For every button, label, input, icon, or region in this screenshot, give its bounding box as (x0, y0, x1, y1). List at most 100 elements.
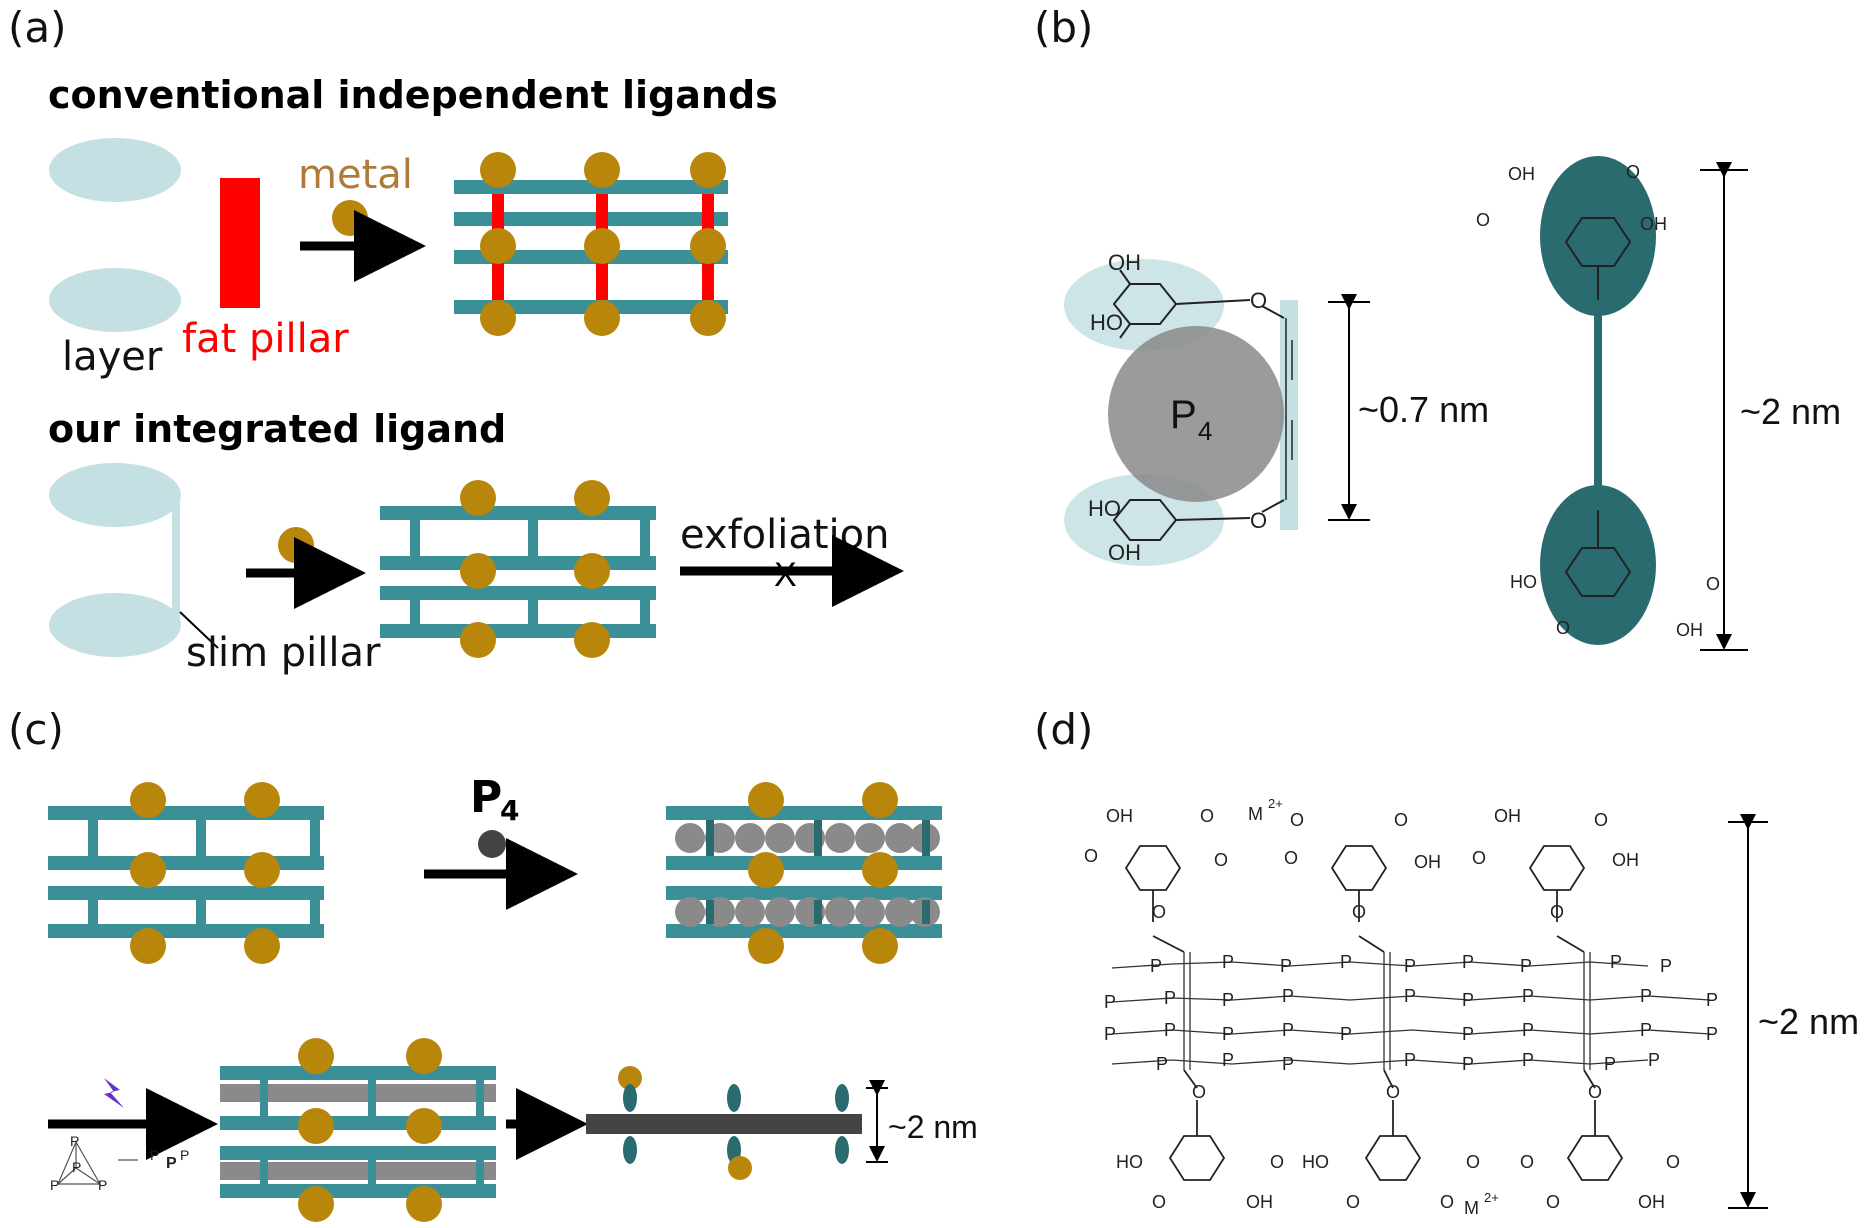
light-bolt-icon (104, 1078, 124, 1108)
d-bot2-ho: HO (1302, 1152, 1329, 1172)
d-bot3-oh: OH (1638, 1192, 1665, 1212)
top-linkers (1124, 845, 1586, 953)
p-atom: P (1282, 986, 1294, 1006)
extended-head-bottom (1540, 485, 1656, 645)
ext-bot-oh: OH (1676, 620, 1703, 640)
p4-sphere (1108, 326, 1284, 502)
d-bot1-o: O (1152, 1192, 1166, 1212)
p-atom: P (1706, 990, 1718, 1010)
d-top1-o2: O (1200, 806, 1214, 826)
panel-b: (b) P 4 OH HO O HO OH O (1034, 3, 1841, 651)
ext-bot-ho: HO (1510, 572, 1537, 592)
framework-before-p4 (48, 782, 324, 964)
d-bot3-o: O (1546, 1192, 1560, 1212)
metal-ion-integrated (278, 527, 314, 563)
p-product-3: P (180, 1147, 189, 1163)
label-slim-pillar: slim pillar (186, 630, 381, 676)
exfoliation-blocked-mark: X (774, 556, 797, 594)
dimension-sheet (866, 1080, 888, 1163)
p-atom: P (1222, 952, 1234, 972)
panel-label-c: (c) (8, 705, 64, 754)
ring-top-structure (1112, 269, 1285, 339)
p-atom: P (1660, 956, 1672, 976)
bottom-linkers (1168, 1069, 1624, 1181)
d-top2-o2: O (1394, 810, 1408, 830)
p-atom: P (1104, 992, 1116, 1012)
heading-integrated: our integrated ligand (48, 407, 506, 451)
slim-pillar-pointer (179, 611, 219, 649)
ext-bot-o-1: O (1556, 618, 1570, 638)
d-ether-o-6: O (1588, 1082, 1602, 1102)
d-top2-o: O (1284, 848, 1298, 868)
p-atom: P (1520, 956, 1532, 976)
dimension-sheet-label: ~2 nm (888, 1109, 978, 1145)
d-ether-o-1: O (1152, 902, 1166, 922)
d-top3-oh2: OH (1612, 850, 1639, 870)
p-atom: P (1340, 1024, 1352, 1044)
ring-bottom-ether-o: O (1250, 508, 1267, 533)
layer-ellipse-top (49, 138, 181, 202)
d-bot2-o-minus: O (1440, 1192, 1454, 1212)
p-atom: P (1640, 1020, 1652, 1040)
d-ether-o-4: O (1192, 1082, 1206, 1102)
p-atom: P (1156, 1054, 1168, 1074)
d-metal-bot: M (1464, 1198, 1479, 1218)
d-bot1-o2: O (1270, 1152, 1284, 1172)
fat-pillar (220, 178, 260, 308)
p-product-2: P (166, 1155, 177, 1172)
d-top3-oh: OH (1494, 806, 1521, 826)
label-layer: layer (62, 334, 163, 380)
panel-label-b: (b) (1034, 3, 1093, 52)
ext-bot-o-2: O (1706, 574, 1720, 594)
dimension-short-label: ~0.7 nm (1358, 389, 1489, 430)
d-bot2-o2: O (1466, 1152, 1480, 1172)
slim-pillar-b (1280, 300, 1298, 530)
ext-top-oh-1: OH (1508, 164, 1535, 184)
p-atom: P (1522, 986, 1534, 1006)
label-fat-pillar: fat pillar (182, 316, 349, 362)
d-bot3-o-minus: O (1520, 1152, 1534, 1172)
polyphosphorus-network (1111, 952, 1711, 1070)
extended-chain (1594, 310, 1602, 490)
p-atom: P (1522, 1020, 1534, 1040)
d-top3-o2: O (1594, 810, 1608, 830)
integrated-layer-bottom (49, 593, 181, 657)
label-metal: metal (298, 152, 413, 198)
p-atom: P (1610, 952, 1622, 972)
d-bot1-ho: HO (1116, 1152, 1143, 1172)
p-atom: P (1640, 986, 1652, 1006)
ext-top-o-2: O (1626, 162, 1640, 182)
d-bot3-o2: O (1666, 1152, 1680, 1172)
p-atom: P (1222, 990, 1234, 1010)
panel-c: (c) P 4 (8, 705, 978, 1222)
p-atom: P (1706, 1024, 1718, 1044)
p4-molecule (478, 830, 506, 858)
p-atom: P (1282, 1054, 1294, 1074)
panel-a: (a) conventional independent ligands lay… (8, 3, 904, 676)
p4-tetra-p-center: P (72, 1159, 81, 1175)
d-top2-o-minus: O (1290, 810, 1304, 830)
d-top2-oh: OH (1414, 852, 1441, 872)
p-atom: P (1404, 1050, 1416, 1070)
p-atom: P (1340, 952, 1352, 972)
d-ether-o-2: O (1352, 902, 1366, 922)
alkyne-chain-folded (1285, 318, 1293, 500)
p4-tetra-p-top: P (70, 1133, 79, 1149)
p-atom: P (1164, 988, 1176, 1008)
panel-d: (d) P P P (1034, 705, 1859, 1218)
metal-ion (332, 200, 368, 236)
p4-subscript: 4 (1198, 416, 1212, 446)
framework-integrated (380, 480, 656, 658)
d-top1-o-minus: O (1214, 850, 1228, 870)
p4-tetrahedron-scheme (57, 1140, 138, 1185)
d-ether-o-3: O (1550, 902, 1564, 922)
p-atom: P (1404, 956, 1416, 976)
d-top1-oh: OH (1106, 806, 1133, 826)
d-top1-o: O (1084, 846, 1098, 866)
p-atom: P (1522, 1050, 1534, 1070)
d-metal-bot-charge: 2+ (1484, 1190, 1499, 1205)
label-exfoliation: exfoliation (680, 512, 890, 558)
d-top3-o: O (1472, 848, 1486, 868)
p-atom: P (1150, 956, 1162, 976)
